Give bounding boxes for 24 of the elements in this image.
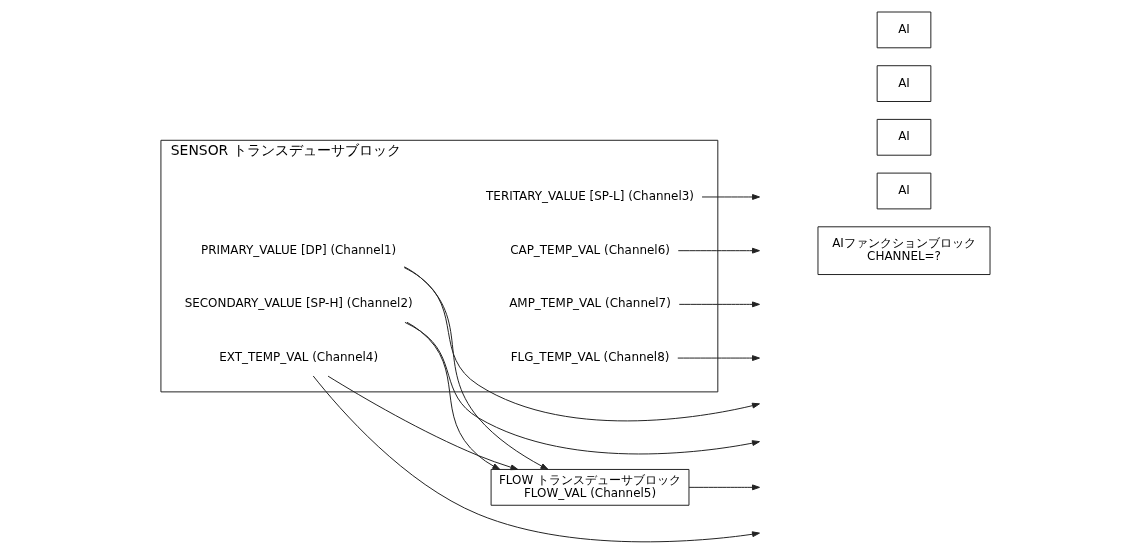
- arrow: [312, 375, 760, 543]
- arrow: [406, 321, 501, 470]
- node-text: EXT_TEMP_VAL (Channel4): [219, 350, 379, 365]
- node-text: SECONDARY_VALUE [SP-H] (Channel2): [184, 296, 413, 311]
- arrow: [404, 321, 760, 455]
- node-box: AIファンクションブロック CHANNEL=?: [817, 226, 991, 276]
- node-box: AI: [876, 65, 932, 102]
- arrow: [403, 266, 549, 470]
- arrow: [677, 247, 760, 254]
- arrow: [701, 194, 760, 200]
- node-text: PRIMARY_VALUE [DP] (Channel1): [201, 242, 397, 257]
- node-text: TERITARY_VALUE [SP-L] (Channel3): [486, 189, 694, 204]
- node-box: AI: [876, 172, 932, 210]
- node-box: AI: [876, 11, 932, 49]
- node-box: FLOW トランスデューサブロック FLOW_VAL (Channel5): [490, 468, 690, 506]
- node-box: AI: [876, 118, 932, 156]
- node-text: FLG_TEMP_VAL (Channel8): [510, 350, 670, 365]
- arrow: [403, 267, 760, 422]
- node-text: CAP_TEMP_VAL (Channel6): [510, 242, 670, 257]
- arrow: [678, 301, 760, 308]
- arrow: [688, 484, 760, 491]
- arrow: [327, 375, 519, 471]
- node-text: AMP_TEMP_VAL (Channel7): [509, 296, 671, 311]
- arrow: [677, 355, 760, 361]
